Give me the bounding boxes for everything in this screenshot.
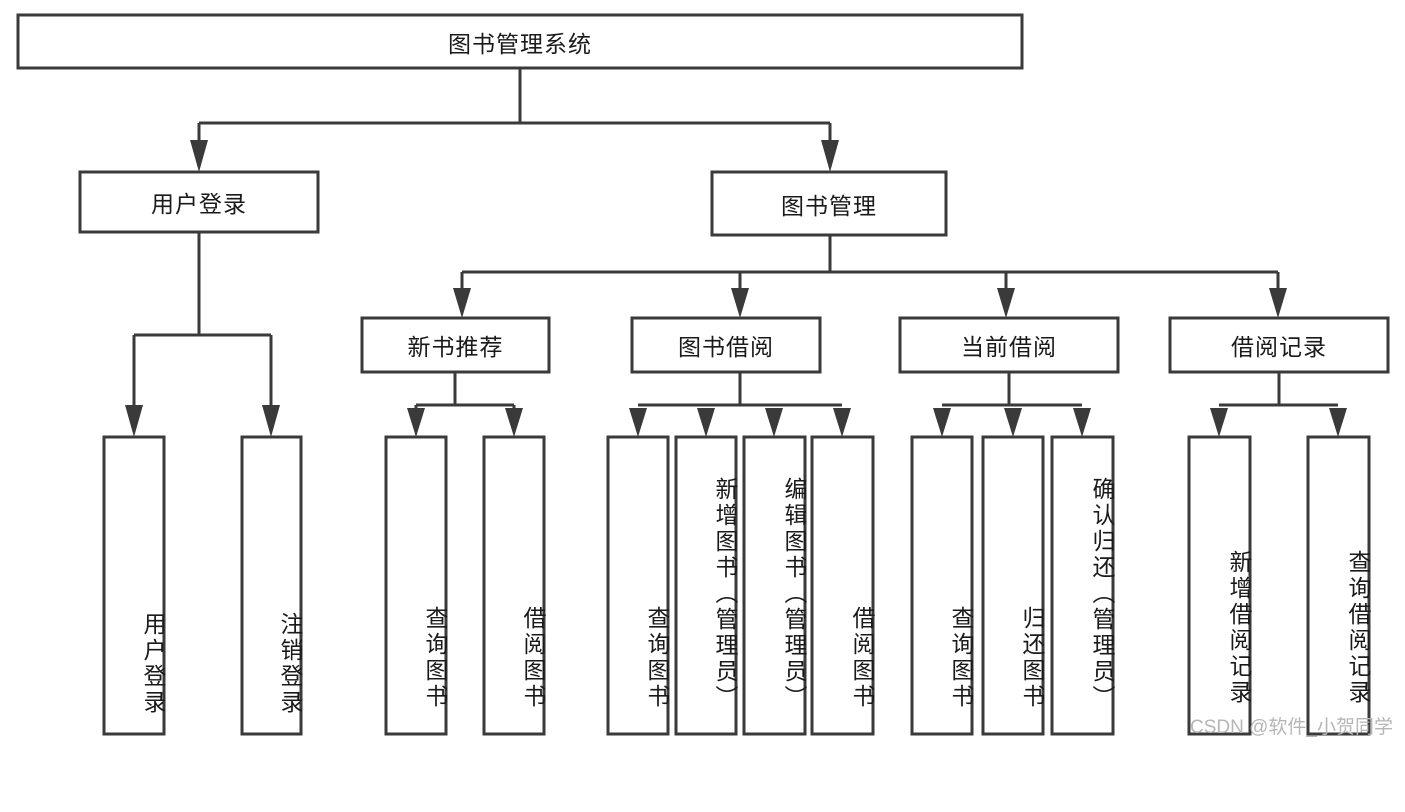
arrowhead-leaf-add-borrow-record [1210,408,1228,437]
arrowhead-leaf-query-borrow-record [1329,408,1347,437]
arrowhead-book-borrow [731,288,749,318]
arrowhead-leaf-confirm-return-admin [1073,408,1091,437]
arrowhead-user-login [190,140,208,172]
arrowhead-current-borrow [997,288,1015,318]
arrowhead-leaf-borrow-book-rec [505,408,523,437]
arrowhead-leaf-user-login [125,405,143,437]
node-leaf-return-book[interactable] [981,435,1045,736]
node-leaf-edit-book-admin[interactable] [742,435,807,736]
node-leaf-borrow-book[interactable] [810,435,875,736]
node-user-login[interactable] [78,170,320,234]
node-current-borrow[interactable] [898,316,1120,374]
flowchart-canvas: 图书管理系统 用户登录 图书管理 新书推荐 图书借阅 当前借阅 借阅记录 用户登… [16,13,1393,738]
node-book-borrow[interactable] [630,316,822,374]
arrowhead-leaf-query-book-rec [407,408,425,437]
arrowhead-leaf-return-book [1004,408,1022,437]
node-leaf-query-book-rec[interactable] [384,435,448,736]
node-borrow-record[interactable] [1168,316,1390,374]
node-leaf-query-borrow-record[interactable] [1306,435,1371,736]
arrowhead-new-book-recommend [453,288,471,318]
node-leaf-user-login[interactable] [102,435,166,736]
node-leaf-query-book-borrow[interactable] [606,435,670,736]
node-new-book-recommend[interactable] [360,316,551,374]
node-leaf-confirm-return-admin[interactable] [1050,435,1115,736]
node-leaf-add-book-admin[interactable] [674,435,738,736]
node-leaf-user-logout[interactable] [240,435,303,736]
arrowhead-leaf-add-book-admin [697,408,715,437]
node-leaf-query-book-current[interactable] [910,435,974,736]
arrowhead-leaf-borrow-book [833,408,851,437]
connector-layer [125,68,1347,437]
node-book-management[interactable] [710,170,948,237]
arrowhead-borrow-record [1269,288,1287,318]
node-layer [16,13,1390,736]
node-root[interactable] [16,13,1024,70]
arrowhead-leaf-query-book-borrow [629,408,647,437]
node-leaf-add-borrow-record[interactable] [1187,435,1252,736]
arrowhead-leaf-edit-book-admin [765,408,783,437]
node-leaf-borrow-book-rec[interactable] [482,435,546,736]
arrowhead-leaf-user-logout [262,405,280,437]
arrowhead-leaf-query-book-current [933,408,951,437]
flowchart-svg [16,13,1390,736]
arrowhead-book-management [821,140,839,172]
